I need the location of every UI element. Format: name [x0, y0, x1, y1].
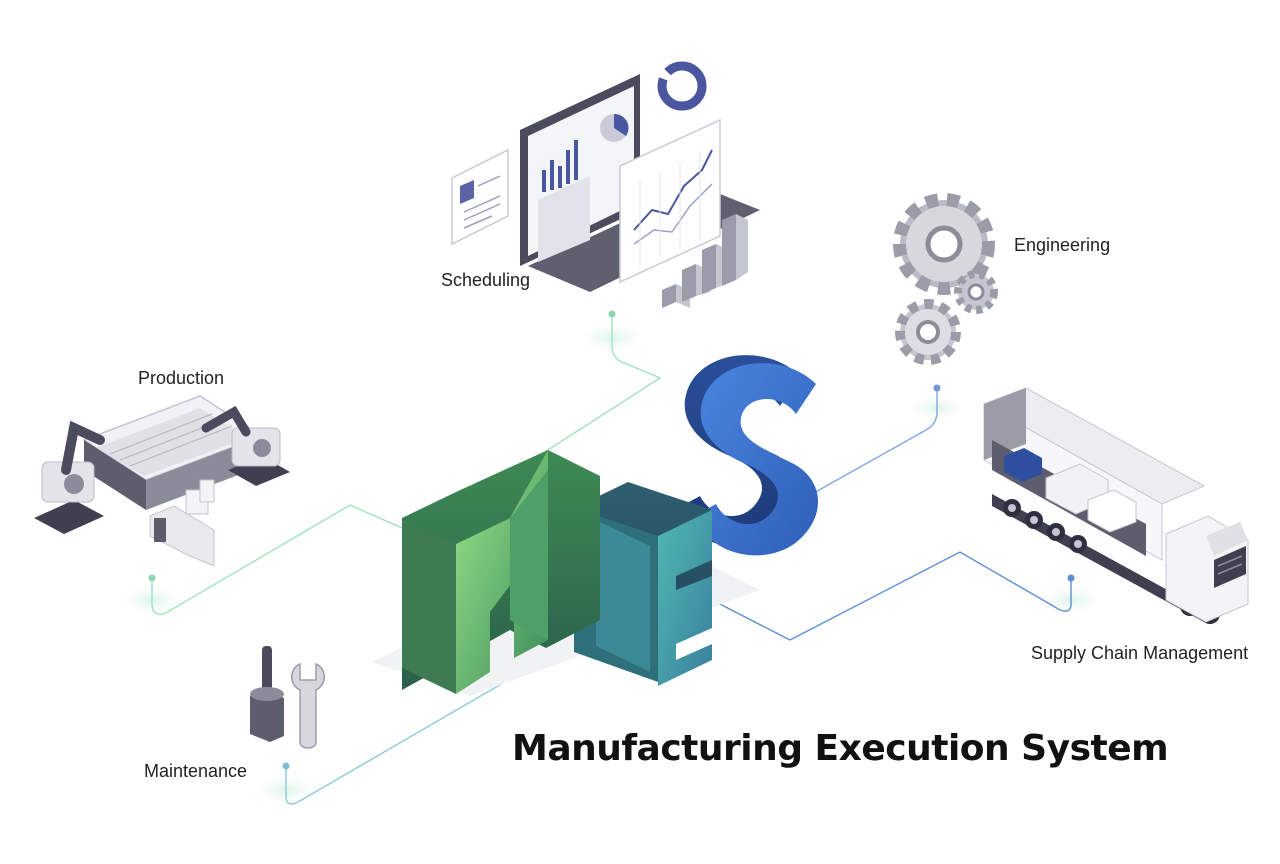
node-label-scheduling: Scheduling: [441, 270, 531, 290]
page-title: Manufacturing Execution System: [512, 728, 1169, 769]
dashboard-monitor-icon: [451, 61, 760, 308]
node-label-maintenance: Maintenance: [144, 761, 248, 781]
letter-s: [678, 355, 818, 556]
connector-lines: [116, 310, 1108, 808]
screwdriver-wrench-icon: [250, 646, 325, 749]
supply-chain-connector: [711, 551, 1108, 641]
production-connector: [116, 504, 403, 618]
delivery-truck-icon: [982, 387, 1249, 624]
mes-letters: [372, 355, 818, 696]
node-label-production: Production: [138, 368, 225, 388]
node-label-engineering: Engineering: [1014, 235, 1111, 255]
engineering-connector: [811, 384, 969, 495]
letter-e: [574, 482, 712, 686]
letter-m: [402, 450, 600, 694]
scheduling-connector: [539, 310, 662, 456]
node-label-supply-chain: Supply Chain Management: [1031, 643, 1249, 663]
maintenance-connector: [250, 649, 561, 808]
gears-icon: [893, 193, 998, 365]
robot-assembly-line-icon: [34, 395, 290, 567]
